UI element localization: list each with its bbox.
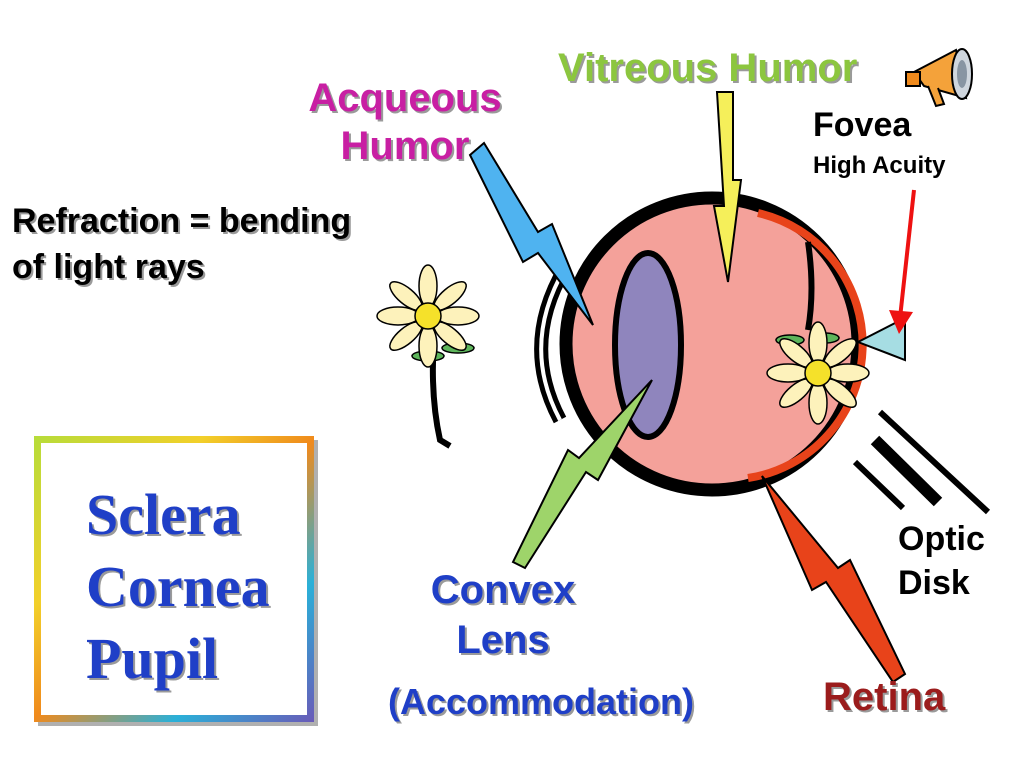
acqueous-arrow — [468, 141, 594, 326]
inverted-flower-icon — [766, 241, 870, 425]
flower-icon — [376, 264, 480, 449]
acqueous-line-1: Acqueous — [308, 76, 502, 120]
term-pupil: Pupil — [86, 626, 219, 691]
retina-arc — [747, 209, 867, 482]
optic-disk — [855, 316, 906, 362]
retina-arrow — [761, 475, 907, 684]
optic-line-1: Optic — [898, 520, 985, 558]
retina-label: Retina — [823, 675, 946, 719]
convex-line-1: Convex — [430, 568, 576, 612]
convex-line-2: Lens — [456, 618, 550, 662]
lens-arrow — [511, 379, 653, 570]
acqueous-humor-label: Acqueous Humor — [285, 74, 525, 170]
refraction-line-2: of light rays — [12, 248, 205, 286]
refraction-caption: Refraction = bending of light rays — [12, 198, 351, 290]
eyeball — [534, 191, 867, 497]
accommodation-label: (Accommodation) — [388, 681, 694, 722]
acqueous-line-2: Humor — [340, 124, 470, 168]
optic-line-2: Disk — [898, 564, 970, 602]
high-acuity-label: High Acuity — [813, 152, 946, 179]
convex-lens — [612, 250, 684, 440]
fovea-label: Fovea — [813, 106, 912, 144]
optic-disk-label: Optic Disk — [898, 517, 985, 605]
convex-lens-label: Convex Lens — [413, 565, 593, 665]
vitreous-arrow — [712, 91, 743, 283]
megaphone-icon — [905, 48, 973, 108]
term-sclera: Sclera — [86, 482, 241, 547]
term-cornea: Cornea — [86, 554, 270, 619]
optic-pointer-lines — [852, 409, 991, 515]
terms-box: Sclera Cornea Pupil — [34, 436, 314, 722]
refraction-line-1: Refraction = bending — [12, 202, 352, 240]
fovea-arrow — [898, 189, 916, 319]
vitreous-humor-label: Vitreous Humor — [558, 46, 858, 90]
